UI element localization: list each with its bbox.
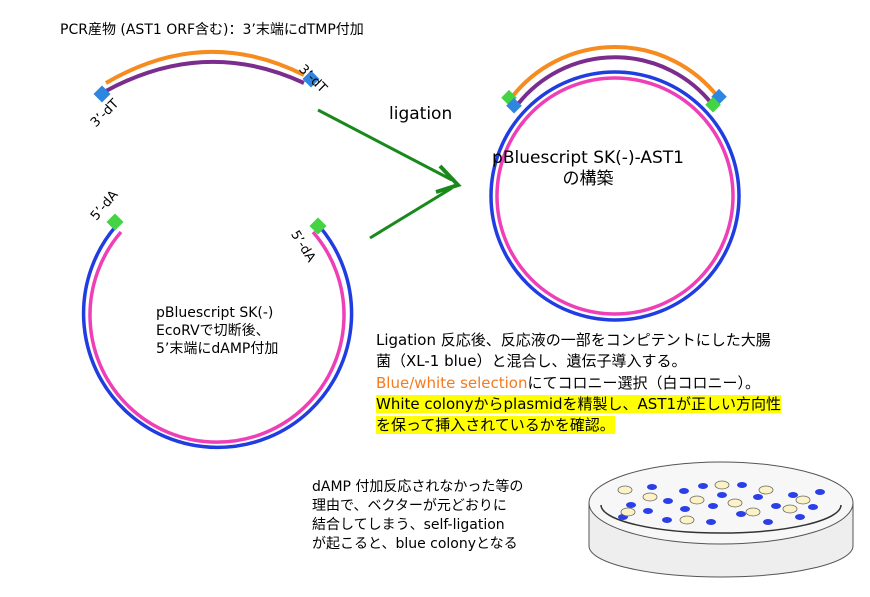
white-colony — [642, 492, 658, 502]
blue-colony — [679, 488, 689, 494]
plasmid-name: pBluescript SK(-)-AST1 の構築 — [488, 148, 688, 191]
blue-colony — [815, 489, 825, 495]
dA-marker-left — [106, 213, 124, 231]
plasmid-name-line2: の構築 — [562, 169, 614, 190]
explanation-line3-rest: にてコロニー選択（白コロニー）。 — [527, 373, 761, 392]
vector-label-line: EcoRVで切断後、 — [156, 323, 270, 340]
blue-colony — [626, 502, 636, 508]
ligation-label: ligation — [389, 104, 453, 124]
explanation-line3: Blue/white selectionにてコロニー選択（白コロニー）。 — [376, 373, 781, 394]
white-colonies — [617, 480, 811, 525]
pcr-product-title: PCR産物 (AST1 ORF含む)：3’末端にdTMP付加 — [60, 22, 364, 38]
explanation-text: Ligation 反応後、反応液の一部をコンピテントにした大腸 菌（XL-1 b… — [376, 330, 782, 436]
blue-colony — [662, 517, 672, 523]
white-colony — [620, 507, 636, 517]
note-line: 理由で、ベクターが元どおりに — [312, 497, 507, 514]
blue-colony — [788, 492, 798, 498]
white-colony — [714, 480, 730, 490]
vector-label-line: pBluescript SK(-) — [156, 305, 274, 321]
blue-colony — [680, 506, 690, 512]
plasmid-pink-ring — [495, 76, 735, 316]
plasmid-name-line1: pBluescript SK(-)-AST1 — [492, 148, 684, 168]
blue-colony — [808, 504, 818, 510]
insert-purple-strand — [105, 59, 305, 93]
vector-label-line: 5’末端にdAMP付加 — [156, 341, 279, 358]
arrow-from-vector — [369, 186, 453, 240]
white-colony — [689, 495, 705, 505]
plasmid-purple-insert — [516, 55, 714, 106]
petri-dish — [588, 461, 854, 578]
explanation-line2: 菌（XL-1 blue）と混合し、遺伝子導入する。 — [376, 352, 687, 371]
plasmid-blue-ring — [489, 70, 741, 322]
blue-white-selection-term: Blue/white selection — [376, 373, 528, 392]
plasmid-orange-insert — [510, 45, 720, 99]
white-colony — [679, 515, 695, 525]
note-line: dAMP 付加反応されなかった等の — [312, 479, 524, 495]
cut-vector — [81, 213, 354, 450]
blue-colonies — [618, 482, 825, 525]
blue-colony — [706, 519, 716, 525]
white-colony — [795, 495, 811, 505]
blue-colony — [717, 492, 727, 498]
arrow-from-insert — [317, 108, 453, 182]
blue-colony — [771, 503, 781, 509]
blue-colony — [737, 482, 747, 488]
highlighted-text: White colonyからplasmidを精製し、AST1が正しい方向性 — [376, 394, 782, 413]
self-ligation-note: dAMP 付加反応されなかった等の 理由で、ベクターが元どおりに 結合してしまう… — [312, 478, 523, 554]
insert-orange-strand — [104, 49, 305, 85]
blue-colony — [708, 503, 718, 509]
arrowhead — [435, 164, 462, 194]
pcr-product-insert — [93, 49, 320, 103]
blue-colony — [698, 483, 708, 489]
white-colony — [758, 485, 774, 495]
explanation-line4: White colonyからplasmidを精製し、AST1が正しい方向性 — [376, 394, 782, 415]
blue-colony — [753, 494, 763, 500]
vector-blue-strand — [81, 224, 354, 450]
dA-marker-right — [309, 217, 327, 235]
agar-surface-line — [600, 504, 842, 534]
dT-marker-right — [302, 70, 320, 88]
vector-pink-strand — [88, 230, 346, 444]
blue-colony — [795, 514, 805, 520]
ligation-arrows — [317, 108, 462, 240]
explanation-line5: を保って挿入されているかを確認。 — [376, 415, 781, 436]
dish-rim — [588, 461, 854, 545]
note-line: が起こると、blue colonyとなる — [312, 535, 518, 552]
white-colony — [617, 485, 633, 495]
dT-marker-left — [93, 85, 111, 103]
blue-colony — [647, 484, 657, 490]
blue-colony — [736, 511, 746, 517]
note-line: 結合してしまう、self-ligation — [312, 516, 505, 533]
highlighted-text: を保って挿入されているかを確認。 — [376, 416, 615, 435]
blue-colony — [663, 498, 673, 504]
explanation-line1: Ligation 反応後、反応液の一部をコンピテントにした大腸 — [376, 331, 771, 349]
blue-colony — [643, 508, 653, 514]
vector-label: pBluescript SK(-) EcoRVで切断後、 5’末端にdAMP付加 — [156, 304, 278, 359]
blue-colony — [763, 519, 773, 525]
white-colony — [727, 498, 743, 508]
white-colony — [782, 504, 798, 514]
white-colony — [745, 507, 761, 517]
